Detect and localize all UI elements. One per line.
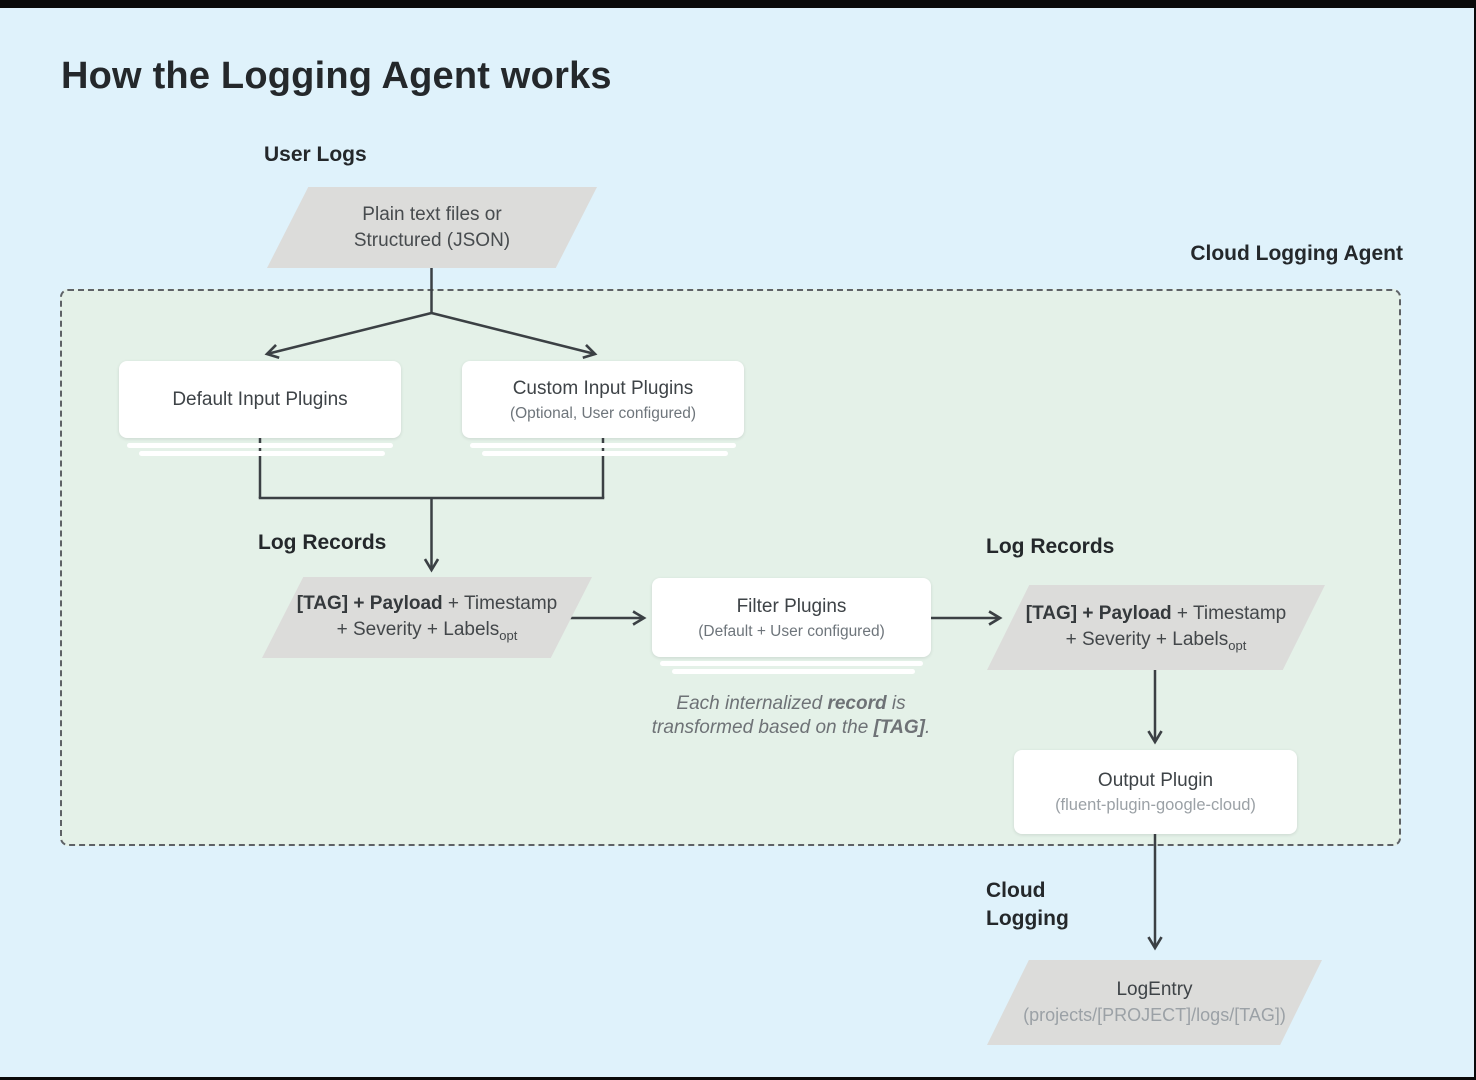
shape-log-record-left: [TAG] + Payload + Timestamp + Severity +…: [262, 577, 592, 658]
note-l1a: Each internalized: [676, 693, 828, 714]
log-entry-subtitle: (projects/[PROJECT]/logs/[TAG]): [1023, 1005, 1286, 1025]
custom-input-subtitle: (Optional, User configured): [509, 404, 697, 422]
transform-note-line1: Each internalized record is: [620, 692, 962, 716]
output-subtitle: (fluent-plugin-google-cloud): [1055, 796, 1256, 814]
log-record-right-sub: opt: [1228, 638, 1247, 653]
stack-filter-1: [660, 661, 923, 666]
label-cloud-logging: Cloud Logging: [986, 877, 1069, 933]
output-title: Output Plugin: [1097, 770, 1214, 791]
stack-filter-2: [672, 669, 915, 674]
note-l1b: record: [827, 693, 887, 714]
label-cloud-logging-agent: Cloud Logging Agent: [1190, 242, 1403, 265]
label-cloud-logging-line2: Logging: [986, 907, 1069, 930]
transform-note-line2: transformed based on the [TAG].: [620, 716, 962, 740]
label-log-records-right: Log Records: [986, 535, 1115, 558]
log-record-left-sub: opt: [499, 628, 518, 643]
shape-log-entry: LogEntry (projects/[PROJECT]/logs/[TAG]): [987, 960, 1322, 1045]
node-filter-plugins: Filter Plugins (Default + User configure…: [652, 578, 931, 657]
label-log-records-left: Log Records: [258, 531, 387, 554]
log-record-left-rest2: + Severity + Labels: [336, 619, 500, 640]
log-record-right-line2: + Severity + Labelsopt: [1066, 627, 1247, 654]
default-input-title: Default Input Plugins: [172, 389, 348, 410]
label-cloud-logging-line1: Cloud: [986, 879, 1046, 902]
log-record-left-line2: + Severity + Labelsopt: [337, 617, 518, 644]
log-record-left-line1: [TAG] + Payload + Timestamp: [297, 591, 557, 617]
transform-note: Each internalized record is transformed …: [620, 692, 962, 739]
node-custom-input-plugins: Custom Input Plugins (Optional, User con…: [462, 361, 744, 438]
note-l2a: transformed based on the: [651, 716, 874, 738]
note-l2c: .: [924, 716, 931, 738]
shape-log-record-right: [TAG] + Payload + Timestamp + Severity +…: [987, 585, 1325, 670]
log-record-right-rest1: + Timestamp: [1171, 603, 1287, 624]
log-entry-title: LogEntry: [1116, 979, 1193, 1000]
user-input-line1: Plain text files or: [362, 203, 502, 225]
log-record-right-line1: [TAG] + Payload + Timestamp: [1026, 601, 1286, 627]
note-l1c: is: [886, 693, 906, 714]
log-record-left-bold: [TAG] + Payload: [296, 593, 443, 614]
custom-input-title: Custom Input Plugins: [512, 377, 694, 399]
label-user-logs: User Logs: [264, 143, 367, 166]
stack-custom-2: [482, 451, 728, 456]
stack-custom-1: [470, 443, 736, 448]
stack-default-2: [139, 451, 385, 456]
shape-user-input: Plain text files or Structured (JSON): [267, 187, 597, 268]
note-l2b: [TAG]: [873, 716, 925, 738]
user-input-line2: Structured (JSON): [353, 229, 511, 251]
node-default-input-plugins: Default Input Plugins: [119, 361, 401, 438]
log-record-left-rest1: + Timestamp: [442, 593, 558, 614]
filter-title: Filter Plugins: [736, 595, 847, 617]
log-record-right-bold: [TAG] + Payload: [1025, 603, 1172, 624]
filter-subtitle: (Default + User configured): [698, 622, 885, 640]
page-title: How the Logging Agent works: [61, 55, 612, 97]
node-output-plugin: Output Plugin (fluent-plugin-google-clou…: [1014, 750, 1297, 834]
log-record-right-rest2: + Severity + Labels: [1065, 629, 1229, 650]
stack-default-1: [127, 443, 393, 448]
